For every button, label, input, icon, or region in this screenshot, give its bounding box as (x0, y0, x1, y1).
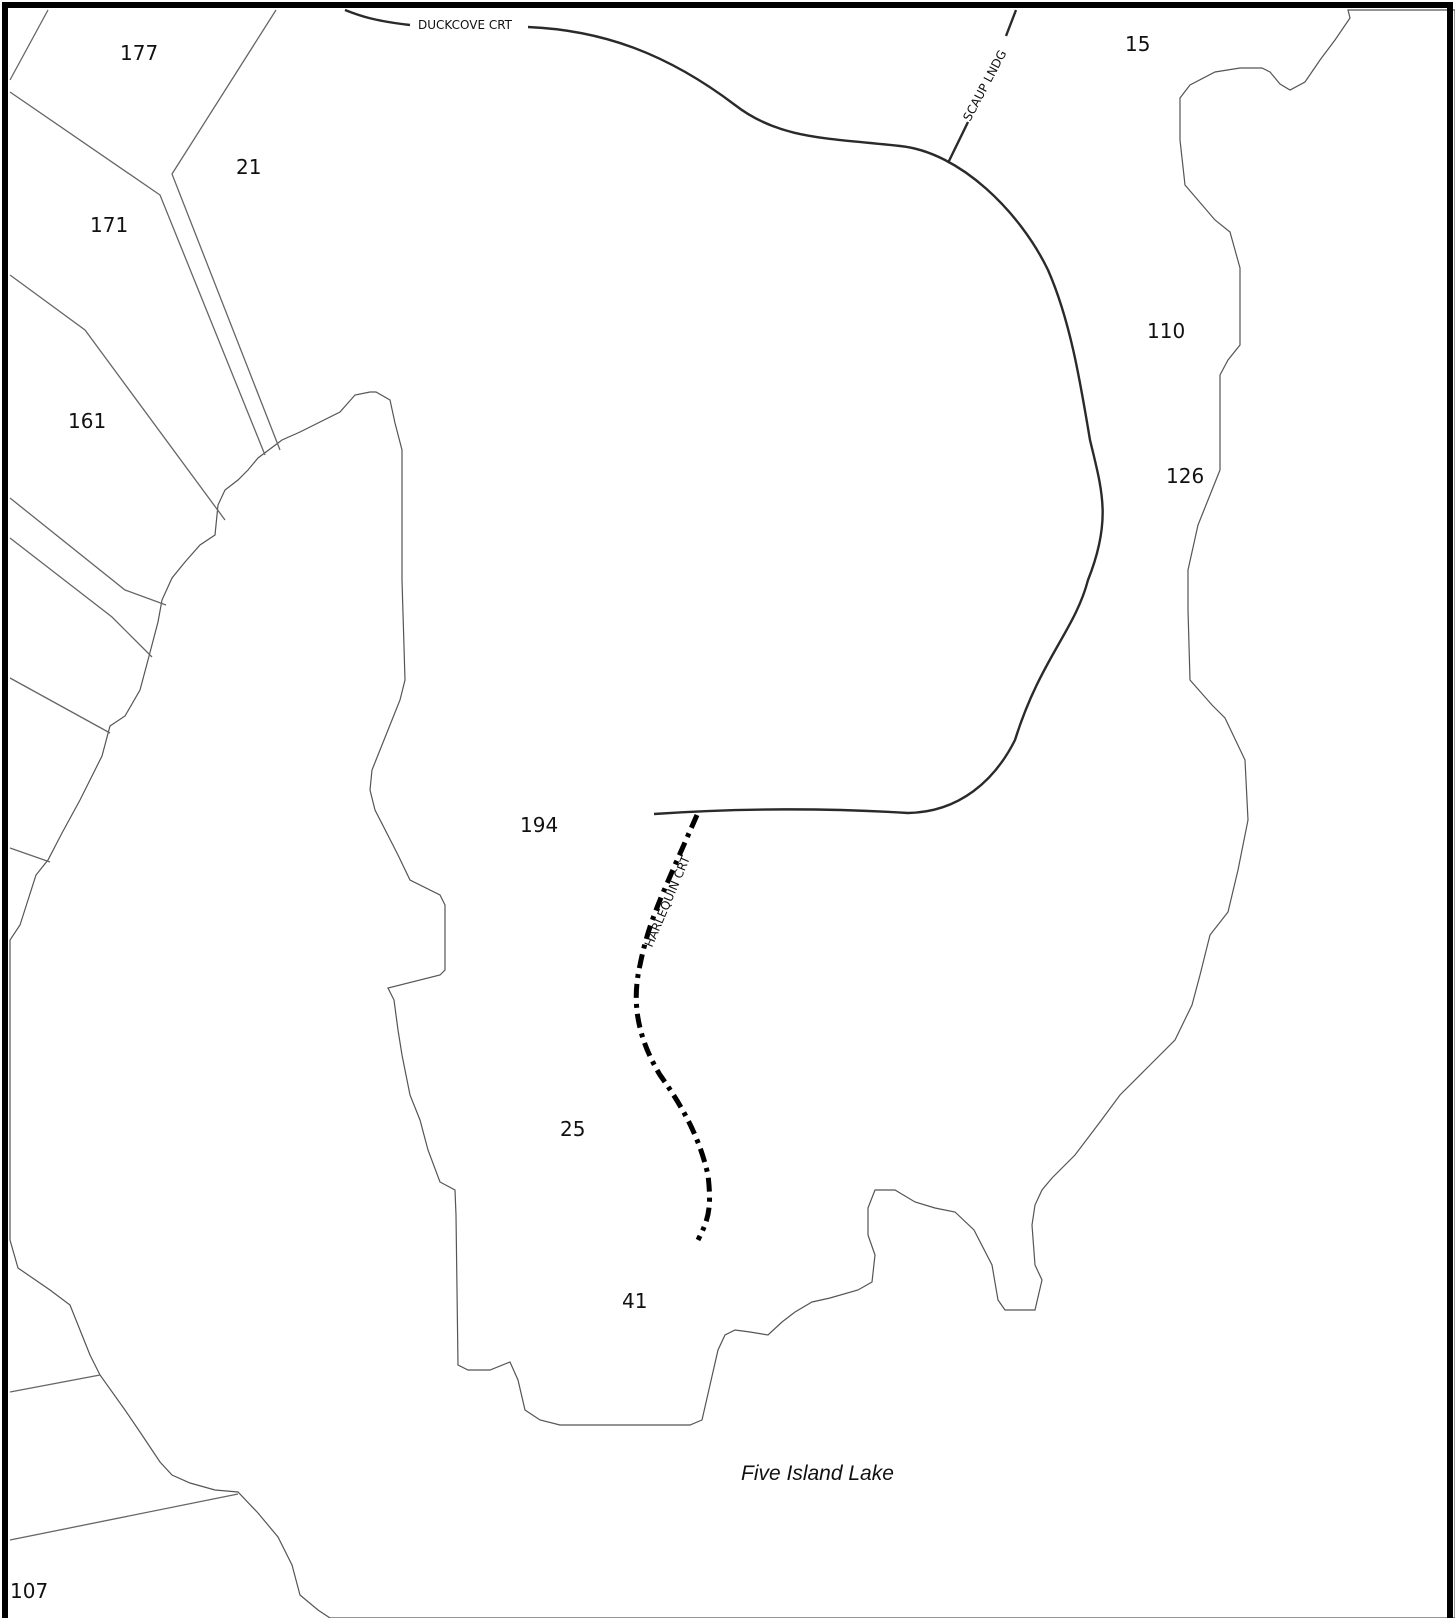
harlequin-trail (633, 813, 713, 1242)
parcel-number: 177 (120, 41, 158, 65)
parcel-number: 171 (90, 213, 128, 237)
parcel-number: 21 (236, 155, 261, 179)
parcel-number: 25 (560, 1117, 585, 1141)
parcel-number: 107 (10, 1579, 48, 1603)
parcel-number: 110 (1147, 319, 1185, 343)
lake-water-east (9, 9, 1455, 1618)
scaup-road (946, 9, 1018, 164)
lake-label: Five Island Lake (741, 1462, 894, 1485)
duckcove-road (344, 8, 1104, 816)
duckcove-road-label: DUCKCOVE CRT (418, 18, 513, 32)
parcel-number: 15 (1125, 32, 1150, 56)
parcel-number: 41 (622, 1289, 647, 1313)
parcel-lines (9, 9, 281, 1541)
parcel-number: 194 (520, 813, 558, 837)
parcel-number: 161 (68, 409, 106, 433)
parcel-number: 126 (1166, 464, 1204, 488)
